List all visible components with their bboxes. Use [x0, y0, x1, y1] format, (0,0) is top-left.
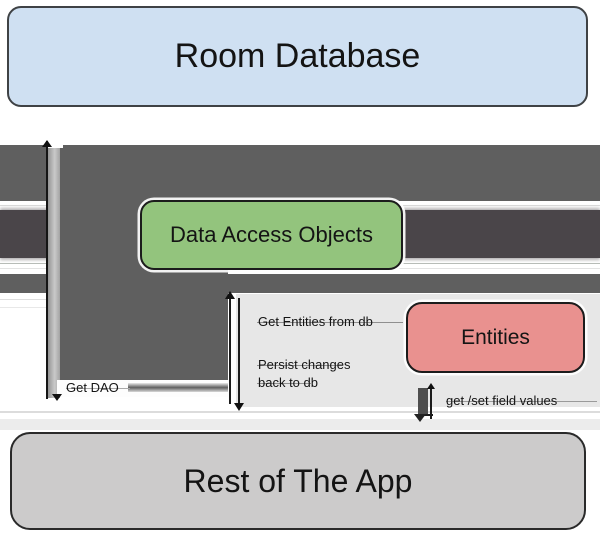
strike-line	[257, 322, 403, 323]
arrowhead-up-icon	[42, 140, 52, 147]
data-access-objects-label: Data Access Objects	[170, 222, 373, 247]
strike-line	[66, 388, 130, 389]
persist-changes-label-line1: Persist changes	[258, 357, 351, 372]
field-values-block-arrow	[418, 388, 428, 414]
room-database-label: Room Database	[174, 37, 421, 75]
room-database-box: Room Database	[7, 6, 588, 107]
get-dao-arrow-line	[46, 141, 48, 399]
entities-box: Entities	[406, 302, 585, 373]
persist-changes-arrow-line	[238, 298, 240, 404]
entities-label: Entities	[461, 325, 530, 349]
get-entities-arrow-line	[229, 296, 231, 404]
strike-line	[257, 365, 343, 366]
arrowhead-up-icon	[225, 291, 235, 299]
data-access-objects-box: Data Access Objects	[140, 200, 403, 270]
arrowhead-down-icon	[234, 403, 244, 411]
get-dao-label: Get DAO	[66, 380, 119, 395]
faint-line	[0, 307, 48, 308]
strike-line	[446, 401, 597, 402]
arrowhead-up-icon	[427, 383, 435, 389]
get-dao-ribbon-arrow	[48, 148, 60, 398]
faint-line	[0, 299, 48, 300]
persist-changes-label-line2: back to db	[258, 375, 318, 390]
arrowhead-down-icon	[414, 414, 426, 422]
rest-of-the-app-box: Rest of The App	[10, 432, 586, 530]
divider-line	[0, 411, 600, 413]
get-entities-label: Get Entities from db	[258, 314, 373, 329]
arrowhead-down-icon	[52, 394, 62, 401]
get-set-field-values-label: get /set field values	[446, 393, 558, 408]
field-values-arrow-line	[430, 387, 432, 419]
strike-line	[257, 383, 311, 384]
ribbon-notch	[46, 139, 63, 148]
bottom-light-strip	[0, 419, 600, 430]
rest-of-the-app-label: Rest of The App	[183, 462, 413, 499]
get-dao-connector-bar	[128, 383, 228, 392]
